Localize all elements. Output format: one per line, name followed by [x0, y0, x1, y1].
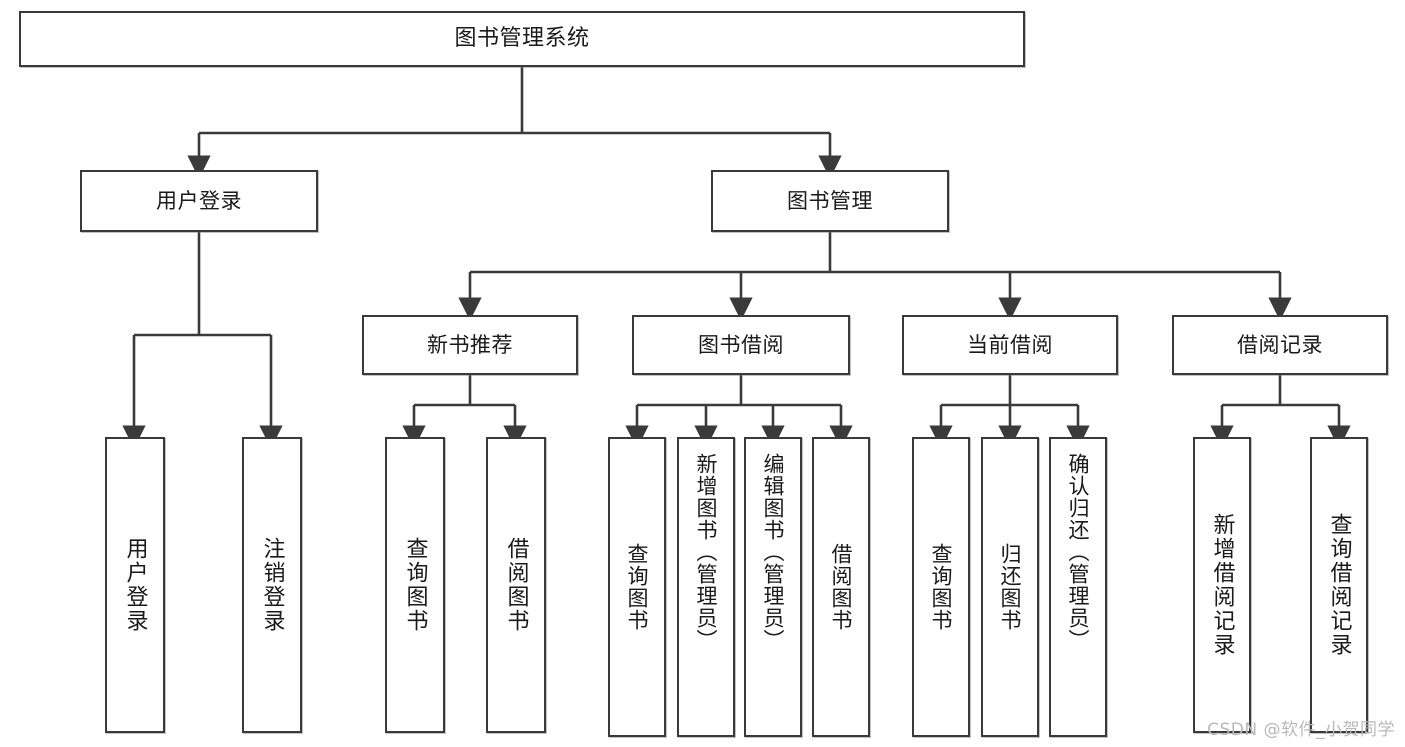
- node-label: 归还图书: [998, 543, 1023, 631]
- leaf-current-confirm-return-admin[interactable]: 确认归还（管理员）: [1049, 437, 1107, 737]
- leaf-user-logout[interactable]: 注销登录: [242, 437, 302, 733]
- node-label: 图书管理系统: [454, 26, 590, 52]
- node-label: 用户登录: [156, 188, 242, 213]
- leaf-user-login[interactable]: 用户登录: [105, 437, 165, 733]
- node-root-system[interactable]: 图书管理系统: [19, 11, 1025, 67]
- node-label: 借阅图书: [829, 543, 854, 631]
- node-label: 查询图书: [402, 537, 428, 633]
- node-label: 新增图书（管理员）: [694, 453, 719, 651]
- node-current-borrow[interactable]: 当前借阅: [902, 315, 1118, 375]
- csdn-watermark: CSDN @软件_小贺同学: [1207, 720, 1395, 740]
- leaf-borrow-edit-book-admin[interactable]: 编辑图书（管理员）: [744, 437, 802, 737]
- leaf-borrow-query-book[interactable]: 查询图书: [608, 437, 666, 737]
- leaf-borrow-borrow-book[interactable]: 借阅图书: [812, 437, 870, 737]
- leaf-record-add-record[interactable]: 新增借阅记录: [1193, 437, 1251, 733]
- node-label: 借阅图书: [503, 537, 529, 633]
- node-label: 新书推荐: [427, 332, 513, 357]
- node-new-book-recommend[interactable]: 新书推荐: [362, 315, 578, 375]
- node-label: 确认归还（管理员）: [1066, 453, 1091, 651]
- node-label: 查询借阅记录: [1326, 513, 1352, 657]
- node-user-login[interactable]: 用户登录: [80, 170, 318, 232]
- leaf-recommend-query-book[interactable]: 查询图书: [385, 437, 445, 733]
- node-label: 用户登录: [122, 537, 148, 633]
- node-label: 查询图书: [929, 543, 954, 631]
- node-label: 注销登录: [259, 537, 285, 633]
- leaf-current-query-book[interactable]: 查询图书: [912, 437, 970, 737]
- leaf-record-query-record[interactable]: 查询借阅记录: [1310, 437, 1368, 733]
- leaf-borrow-add-book-admin[interactable]: 新增图书（管理员）: [677, 437, 735, 737]
- node-label: 借阅记录: [1237, 332, 1323, 357]
- leaf-current-return-book[interactable]: 归还图书: [981, 437, 1039, 737]
- node-label: 编辑图书（管理员）: [761, 453, 786, 651]
- node-label: 图书借阅: [698, 332, 784, 357]
- node-borrow-record[interactable]: 借阅记录: [1172, 315, 1388, 375]
- node-label: 图书管理: [787, 188, 873, 213]
- node-label: 查询图书: [625, 543, 650, 631]
- node-book-management[interactable]: 图书管理: [711, 170, 949, 232]
- node-book-borrow[interactable]: 图书借阅: [632, 315, 850, 375]
- leaf-recommend-borrow-book[interactable]: 借阅图书: [486, 437, 546, 733]
- node-label: 新增借阅记录: [1209, 513, 1235, 657]
- node-label: 当前借阅: [967, 332, 1053, 357]
